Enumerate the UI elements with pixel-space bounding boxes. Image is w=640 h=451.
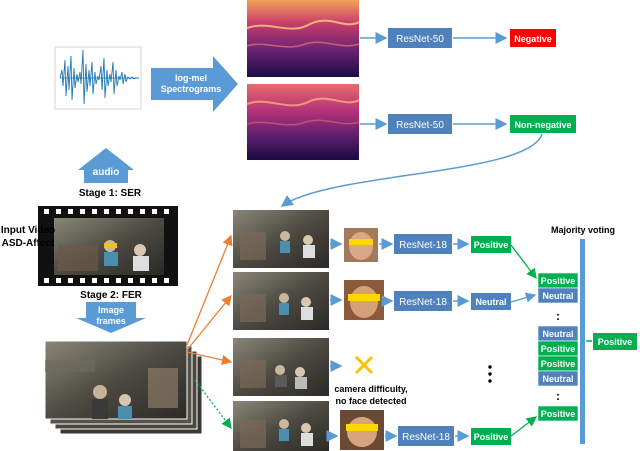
stage2-label: Stage 2: FER — [80, 290, 142, 301]
image-frames-stack — [44, 340, 203, 435]
input-video-filmstrip — [38, 206, 178, 286]
resnet50-top-box — [388, 28, 452, 48]
row4-output-label: Positive — [474, 432, 509, 442]
final-output-box — [593, 333, 637, 350]
frame-row3 — [233, 338, 329, 396]
row1-output-label: Positive — [474, 240, 509, 250]
resnet50-bottom-box — [388, 114, 452, 134]
frame-row4 — [233, 401, 329, 451]
resnet18-row2-label: ResNet-18 — [399, 297, 447, 308]
rows-ellipsis — [488, 365, 492, 383]
resnet18-row4-box — [398, 426, 454, 446]
input-video-label-line2: ASD-Affect — [2, 238, 55, 249]
row1-output-box — [471, 236, 511, 253]
face-crop-row1 — [344, 228, 378, 262]
spectrogram-label-line1: log-mel — [175, 73, 207, 83]
non-negative-output-box — [510, 115, 576, 133]
row2-output-box — [471, 293, 511, 310]
resnet18-row4-label: ResNet-18 — [402, 432, 450, 443]
resnet18-row1-box — [394, 234, 452, 254]
vote-stack: Positive Neutral : Neutral Positive Posi… — [537, 272, 579, 422]
frame-connector-row4 — [194, 379, 232, 430]
negative-output-label: Negative — [514, 34, 552, 44]
spectrogram-label-line2: Spectrograms — [161, 84, 222, 94]
spectrogram-arrow: log-mel Spectrograms — [151, 56, 238, 112]
frame-connector-row2 — [186, 294, 232, 351]
non-negative-output-label: Non-negative — [514, 120, 571, 130]
no-face-note-line1: camera difficulty, — [334, 384, 407, 394]
resnet50-top-label: ResNet-50 — [396, 34, 444, 45]
vote-item-label: Positive — [541, 276, 576, 286]
vote-item-label: Neutral — [542, 329, 573, 339]
vote-item-label: Positive — [541, 359, 576, 369]
nonneg-to-stage2-connector — [280, 133, 543, 207]
audio-label: audio — [93, 167, 120, 178]
input-video-label-line1: Input Video — [1, 225, 55, 236]
row2-output-label: Neutral — [475, 297, 506, 307]
row4-output-box — [471, 428, 511, 445]
frame-connector-row1 — [186, 234, 233, 346]
vote-item-label: Neutral — [542, 291, 573, 301]
negative-output-box — [510, 29, 556, 47]
vote-ellipsis-lower: : — [556, 389, 560, 403]
row1-to-vote-arrow — [510, 244, 537, 280]
image-frames-label-line1: Image — [98, 305, 124, 315]
vote-ellipsis-upper: : — [556, 309, 560, 323]
audio-arrow: audio — [78, 148, 134, 183]
vote-item-label: Neutral — [542, 374, 573, 384]
image-frames-label-line2: frames — [96, 316, 126, 326]
spectrogram-bottom — [246, 84, 360, 160]
face-crop-row4 — [340, 410, 384, 450]
no-face-note-line2: no face detected — [335, 396, 406, 406]
frame-connector-row3 — [186, 351, 233, 366]
vote-item — [537, 370, 579, 387]
audio-waveform — [54, 46, 142, 110]
resnet18-row2-box — [394, 291, 452, 311]
face-crop-row2 — [344, 280, 384, 320]
frame-row2 — [233, 272, 329, 330]
majority-voting-title: Majority voting — [551, 225, 615, 235]
no-face-cross-icon — [354, 355, 374, 375]
row2-to-vote-arrow — [510, 292, 537, 303]
resnet18-row1-label: ResNet-18 — [399, 240, 447, 251]
vote-item — [537, 287, 579, 304]
vote-item-label: Positive — [541, 344, 576, 354]
stage1-label: Stage 1: SER — [79, 188, 142, 199]
image-frames-arrow: Image frames — [76, 302, 146, 333]
vote-item-label: Positive — [541, 409, 576, 419]
frame-row1 — [233, 210, 329, 268]
row4-to-vote-arrow — [510, 416, 538, 437]
resnet50-bottom-label: ResNet-50 — [396, 120, 444, 131]
voting-bar — [580, 239, 585, 444]
vote-item — [537, 405, 579, 422]
final-output-label: Positive — [598, 337, 633, 347]
spectrogram-top — [246, 0, 360, 77]
